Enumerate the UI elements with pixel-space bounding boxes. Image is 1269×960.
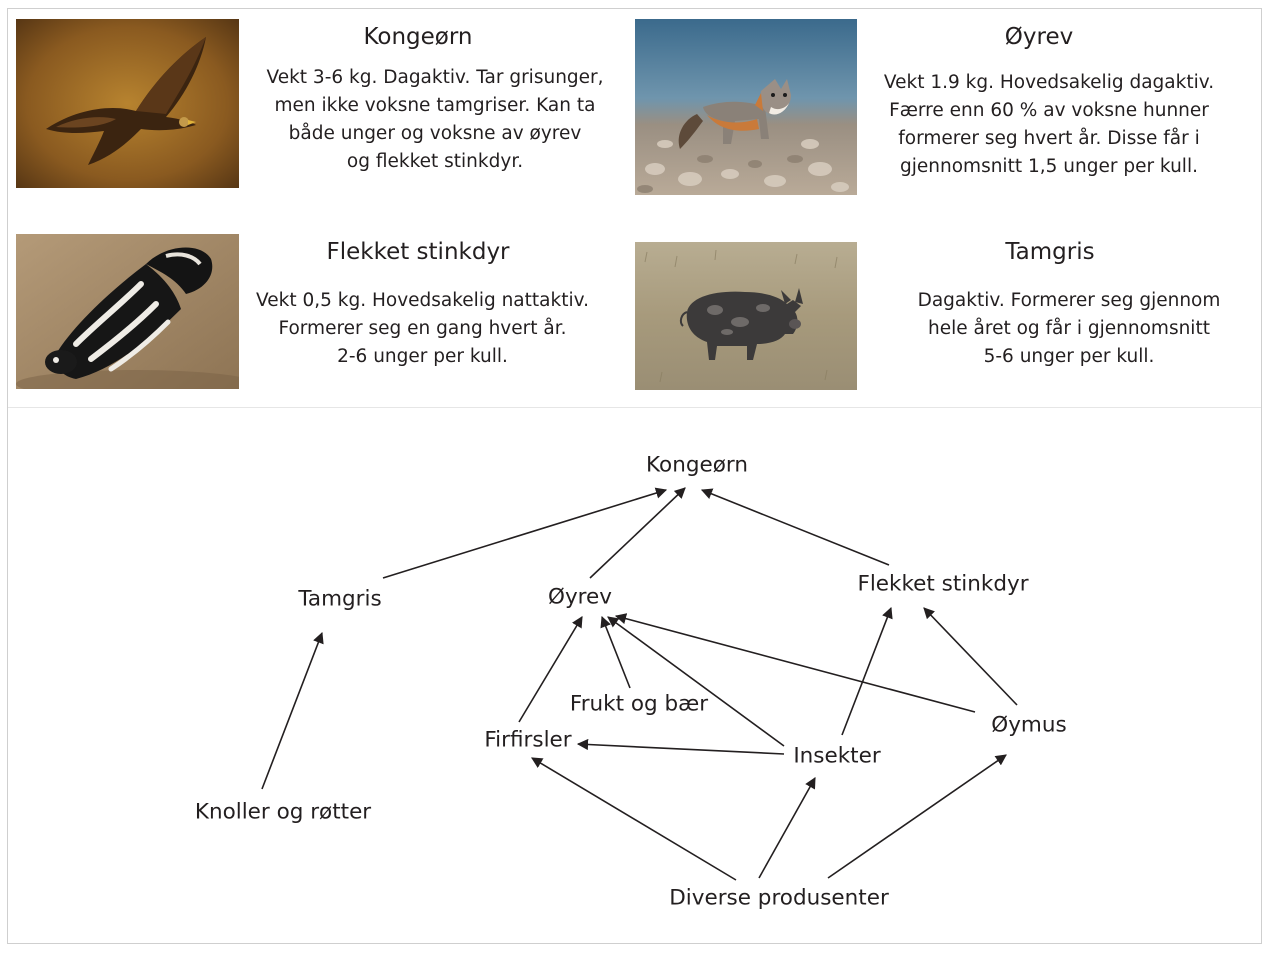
card-title-island-fox: Øyrev — [1004, 24, 1074, 50]
spotted-skunk-photo — [16, 234, 239, 389]
arrow-frukt-to-oyrev — [600, 615, 631, 689]
arrow-knoller-to-tamgris — [261, 631, 324, 790]
card-text-golden-eagle: Vekt 3-6 kg. Dagaktiv. Tar grisunger, me… — [266, 67, 604, 172]
arrow-insekter-to-oyrev — [607, 616, 785, 747]
arrow-tamgris-to-kongeorn — [382, 487, 668, 579]
node-kongeorn: Kongeørn — [646, 452, 748, 478]
card-title-golden-eagle: Kongeørn — [363, 24, 473, 50]
node-insekter: Insekter — [793, 743, 881, 769]
island-fox-photo — [635, 19, 857, 195]
arrow-insekter-to-firfirsler — [576, 738, 785, 755]
card-text-feral-pig: Dagaktiv. Formerer seg gjennom hele året… — [917, 290, 1221, 367]
arrow-firfirsler-to-oyrev — [518, 616, 583, 723]
node-tamgris: Tamgris — [298, 586, 382, 612]
arrow-oyrev-to-kongeorn — [589, 487, 686, 579]
card-title-spotted-skunk: Flekket stinkdyr — [326, 239, 510, 265]
node-knoller-og-rotter: Knoller og røtter — [194, 799, 372, 825]
arrow-produsenter-to-oymus — [827, 754, 1007, 879]
node-oymus: Øymus — [991, 712, 1067, 738]
card-text-spotted-skunk: Vekt 0,5 kg. Hovedsakelig nattaktiv. For… — [256, 290, 589, 367]
node-flekket-stinkdyr: Flekket stinkdyr — [857, 571, 1029, 597]
arrow-oymus-to-oyrev — [614, 613, 976, 713]
card-title-feral-pig: Tamgris — [1005, 239, 1095, 265]
arrow-produsenter-to-insekter — [758, 777, 816, 879]
feral-pig-photo — [635, 242, 857, 390]
node-firfirsler: Firfirsler — [484, 727, 572, 753]
arrow-flekket-to-kongeorn — [700, 488, 890, 566]
card-text-island-fox: Vekt 1.9 kg. Hovedsakelig dagaktiv. Færr… — [883, 72, 1215, 177]
arrow-oymus-to-flekket — [923, 607, 1018, 706]
node-diverse-produsenter: Diverse produsenter — [669, 885, 889, 911]
section-divider — [8, 407, 1261, 408]
node-oyrev: Øyrev — [548, 584, 612, 610]
arrow-insekter-to-flekket — [841, 606, 893, 736]
arrow-produsenter-to-firfirsler — [531, 757, 737, 881]
golden-eagle-photo — [16, 19, 239, 188]
node-frukt-og-baer: Frukt og bær — [569, 691, 709, 717]
